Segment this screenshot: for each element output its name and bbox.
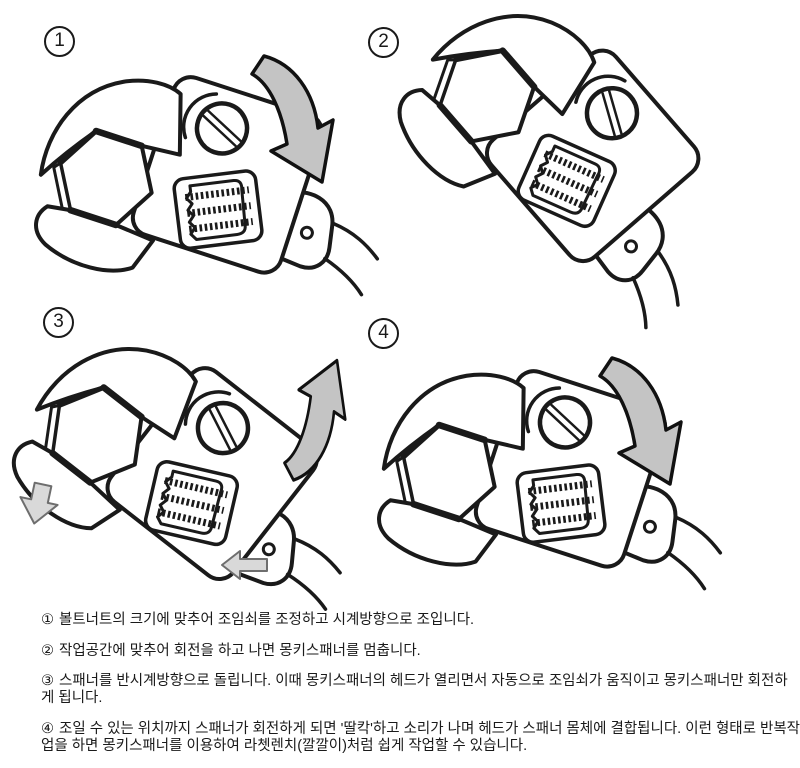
counterclockwise-arrow-icon: [282, 358, 347, 482]
instruction-step-1: ① 볼트너트의 크기에 맞추어 조임쇠를 조정하고 시계방향으로 조입니다.: [41, 612, 800, 629]
step-4-marker: ④: [41, 720, 54, 737]
step-1-text: 볼트너트의 크기에 맞추어 조임쇠를 조정하고 시계방향으로 조입니다.: [59, 612, 475, 628]
step-3-marker: ③: [41, 673, 54, 689]
step-3-text: 스패너를 반시계방향으로 돌립니다. 이때 몽키스패너의 헤드가 열리면서 자동…: [41, 673, 788, 706]
step-number-1: 1: [44, 26, 75, 57]
step-number-3: 3: [43, 307, 74, 338]
step-2-text: 작업공간에 맞추어 회전을 하고 나면 몽키스패너를 멈춥니다.: [59, 642, 421, 659]
instruction-step-2: ② 작업공간에 맞추어 회전을 하고 나면 몽키스패너를 멈춥니다.: [41, 643, 800, 660]
step-illustration-2: [376, 0, 711, 333]
step-2-marker: ②: [41, 642, 54, 659]
step-4-text: 조일 수 있는 위치까지 스패너가 회전하게 되면 '딸칵'하고 소리가 나며 …: [41, 720, 800, 754]
step-number-2: 2: [368, 27, 399, 58]
step-1-marker: ①: [41, 612, 54, 628]
step-illustration-1: [16, 41, 392, 351]
step-illustration-4: [359, 335, 735, 612]
wrench-instruction-diagram: [0, 0, 735, 612]
step-illustration-3: [0, 298, 354, 612]
step-number-4: 4: [368, 318, 399, 349]
